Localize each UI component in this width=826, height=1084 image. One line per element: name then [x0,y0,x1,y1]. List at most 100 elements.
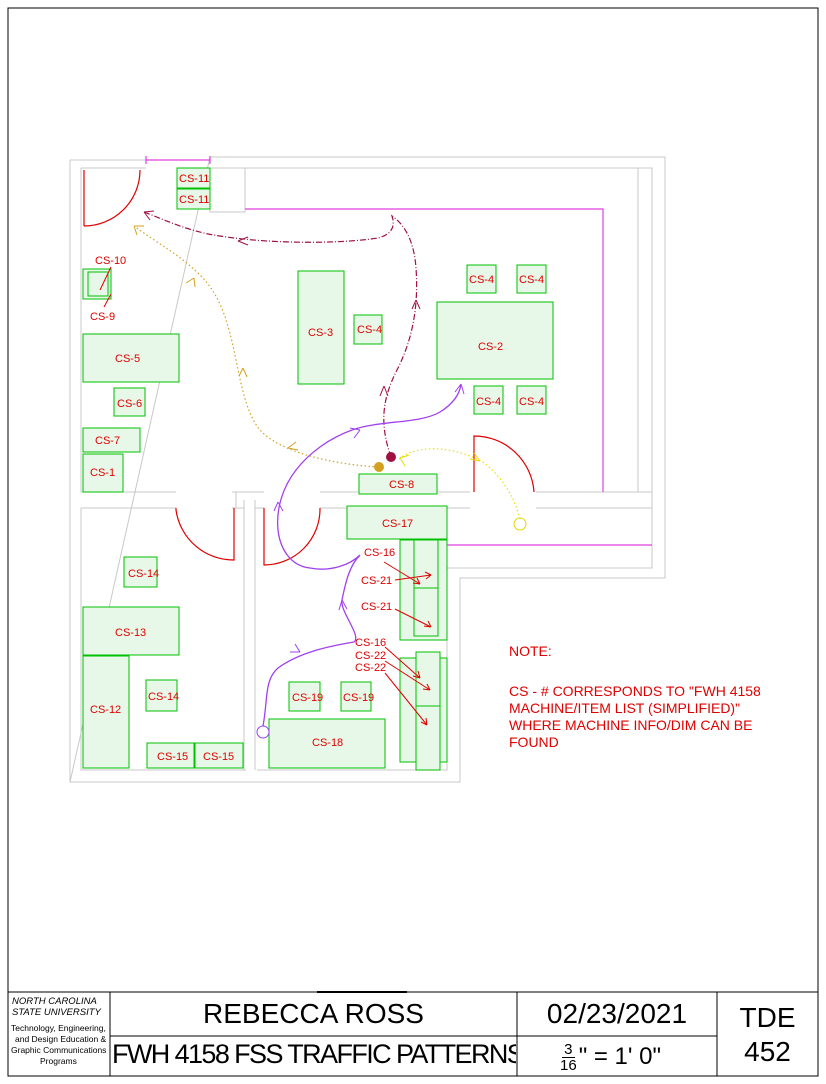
path-orange [133,225,379,468]
leader-cs21a [394,571,432,581]
note-line2: MACHINE/ITEM LIST (SIMPLIFIED)" [509,700,740,716]
path-maroon-start [386,452,396,462]
equip-cs14b [145,679,178,712]
door-lower-mid [263,507,321,566]
note-heading: NOTE: [509,643,552,659]
designer-name: REBECCA ROSS [203,998,424,1029]
equip-cs12 [82,655,130,769]
school-line1: NORTH CAROLINA [12,996,97,1007]
equip-cs17 [346,505,448,540]
equip-cs15b [194,742,244,769]
label-cs4b: CS-4 [469,274,494,286]
path-orange-arrow2 [238,367,248,378]
note-line1: CS - # CORRESPONDS TO "FWH 4158 [509,683,761,699]
equip-cs19a [288,681,321,712]
equip-cs4e [516,385,547,415]
scale-numerator: 3 [562,1040,575,1058]
path-maroon-arrow3 [237,236,249,246]
label-cs22b: CS-22 [355,662,386,674]
label-cs16a: CS-16 [364,547,395,559]
scale-fraction: 3 16 [560,1042,577,1073]
sheet-border [7,7,819,1077]
path-purple [262,383,462,727]
label-cs14a: CS-14 [128,568,159,580]
leader-cs9 [103,293,112,308]
path-orange-arrow3 [185,277,196,288]
label-cs3: CS-3 [308,327,333,339]
dept-line2: and Design Education & [15,1034,107,1044]
leaders [99,266,432,726]
equip-cs4d [473,385,504,415]
equip-cs6 [113,387,146,417]
label-cs18: CS-18 [312,737,343,749]
drawing-title: FWH 4158 FSS TRAFFIC PATTERNS [112,1039,516,1069]
leader-cs16a [383,561,421,585]
label-cs12: CS-12 [90,704,121,716]
label-cs4a: CS-4 [357,324,382,336]
door-top-left [83,169,141,227]
drawing-scale: 3 16 " = 1' 0" [560,1040,661,1074]
path-purple-arrow3 [273,501,284,512]
scale-rest: " = 1' 0" [578,1043,662,1070]
equip-cs15a [146,742,195,769]
path-yellow-start [513,517,527,531]
equip-cs2 [436,301,554,380]
note-line4: FOUND [509,734,559,750]
label-cs13: CS-13 [115,627,146,639]
scale-denominator: 16 [560,1056,577,1074]
inner-wall [80,167,653,771]
path-yellow-arrow1 [469,452,481,462]
equip-cs10-inner [87,271,109,297]
path-orange-start [374,462,384,472]
dept-line3: Graphic Communications [11,1045,107,1055]
label-cs11b: CS-11 [179,194,209,206]
label-cs6: CS-6 [117,398,142,410]
leader-cs21b [394,608,432,628]
label-cs1: CS-1 [90,467,115,479]
path-maroon-arrow4 [143,210,155,221]
walls [69,156,666,783]
path-maroon-arrow2 [411,299,421,310]
label-cs11a: CS-11 [179,173,209,185]
label-cs4c: CS-4 [519,274,544,286]
school-line2: STATE UNIVERSITY [12,1007,101,1018]
label-cs7: CS-7 [95,435,120,447]
path-purple-arrow5 [454,383,465,395]
path-orange-arrow4 [133,225,144,236]
label-cs5: CS-5 [115,353,140,365]
label-cs19a: CS-19 [292,692,323,704]
equip-cs21-top [413,539,439,589]
equip-cs13 [82,606,180,656]
path-purple-arrow2 [338,599,348,611]
label-cs15b: CS-15 [203,751,234,763]
equip-cs1 [82,453,124,493]
leader-cs22a [384,660,431,691]
label-cs10: CS-10 [95,255,126,267]
equipment-labels: CS-11 CS-11 CS-10 CS-9 CS-5 CS-6 CS-7 CS… [90,173,544,763]
equip-cs5 [82,333,180,383]
column [209,167,246,213]
course-line1: TDE [739,1002,796,1033]
equip-cs11a [176,167,211,189]
traffic-paths [133,210,527,739]
label-cs8: CS-8 [389,479,414,491]
label-cs21b: CS-21 [361,601,392,613]
doors [83,169,535,566]
course-line2: 452 [744,1036,791,1067]
equip-cs22-top [415,651,441,707]
equipment [82,167,554,771]
leader-cs16b [384,646,421,679]
equip-cs3 [297,270,345,385]
equip-cs4c [516,264,547,294]
wire-right [245,208,604,492]
equip-cs4a [353,314,383,345]
path-purple-arrow4 [349,427,361,439]
title-block-lines [8,991,818,1076]
electrical-runs [145,156,652,546]
path-purple-arrow1 [290,643,301,653]
path-orange-arrow1 [287,441,299,451]
label-cs4e: CS-4 [519,396,544,408]
path-maroon-arrow1 [379,385,389,397]
door-right [473,435,535,493]
